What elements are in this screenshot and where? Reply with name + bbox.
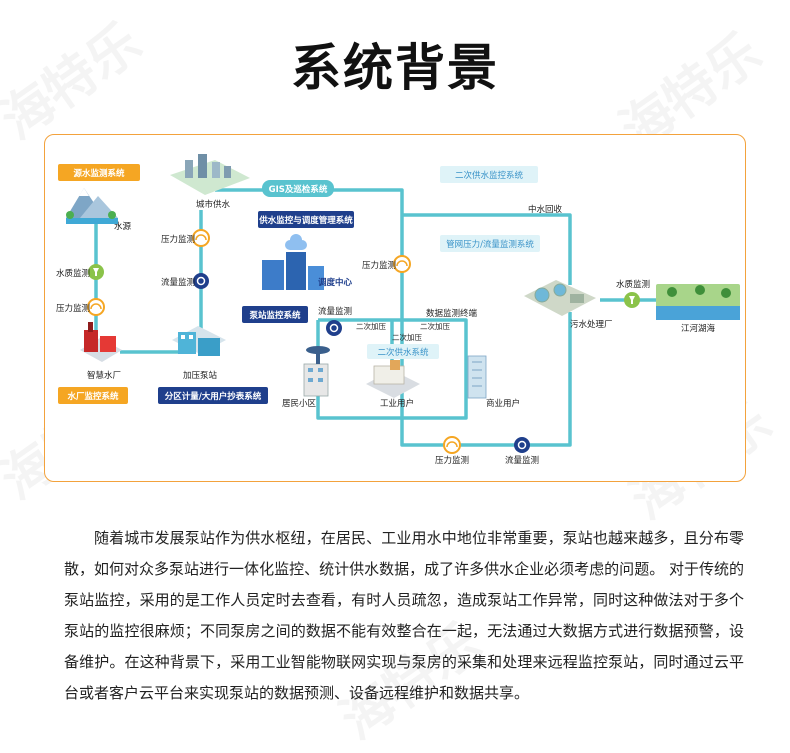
label-dispatch-center: 调度中心 — [318, 277, 353, 288]
smart-plant-icon — [80, 322, 122, 362]
label-boost-c: 二次加压 — [420, 321, 450, 331]
label-water-source: 水源 — [114, 221, 132, 232]
svg-text:分区计量/大用户抄表系统: 分区计量/大用户抄表系统 — [165, 391, 262, 402]
svg-text:泵站监控系统: 泵站监控系统 — [249, 310, 301, 321]
label-flow-3: 流量监测 — [505, 455, 539, 466]
water-source-icon — [66, 188, 118, 224]
tag-secondary-supply-top: 二次供水监控系统 — [440, 166, 538, 183]
svg-text:二次供水系统: 二次供水系统 — [377, 347, 429, 358]
label-booster: 加压泵站 — [183, 370, 218, 381]
tag-gis: GIS及巡检系统 — [262, 180, 334, 197]
label-reclaimed: 中水回收 — [528, 204, 563, 215]
tag-pipe-monitor: 管网压力/流量监测系统 — [440, 235, 540, 252]
flow-icon — [326, 320, 342, 336]
label-sewage-plant: 污水处理厂 — [570, 319, 613, 330]
svg-text:水厂监控系统: 水厂监控系统 — [66, 391, 119, 402]
tag-supply-dispatch: 供水监控与调度管理系统 — [258, 211, 354, 228]
pipe-gis-line — [215, 188, 572, 447]
label-rivers: 江河湖海 — [681, 323, 716, 334]
label-boost-b: 二次加压 — [392, 332, 422, 342]
label-industrial: 工业用户 — [380, 398, 414, 409]
label-boost-a: 二次加压 — [356, 321, 386, 331]
label-residential: 居民小区 — [282, 398, 317, 409]
water-quality-icon — [88, 264, 104, 280]
svg-text:二次供水监控系统: 二次供水监控系统 — [455, 170, 524, 181]
svg-text:管网压力/流量监测系统: 管网压力/流量监测系统 — [446, 239, 534, 250]
label-flow-2: 流量监测 — [318, 306, 352, 317]
tag-secondary-supply-mid: 二次供水系统 — [367, 344, 439, 359]
label-pressure-3: 压力监测 — [362, 260, 396, 271]
diagram-frame — [44, 134, 746, 482]
tag-water-source-monitor: 源水监测系统 — [58, 164, 140, 181]
svg-text:源水监测系统: 源水监测系统 — [73, 168, 125, 179]
commercial-icon — [467, 355, 487, 399]
flow-icon — [193, 273, 209, 289]
label-quality-2: 水质监测 — [616, 279, 650, 290]
industrial-icon — [366, 360, 420, 398]
tag-pump-station: 泵站监控系统 — [242, 306, 308, 323]
label-commercial: 商业用户 — [486, 398, 520, 409]
system-diagram: 源水监测系统 GIS及巡检系统 供水监控与调度管理系统 二次供水监控系统 管网压… — [56, 154, 740, 466]
label-data-terminal: 数据监测终端 — [426, 308, 478, 319]
label-city-supply: 城市供水 — [196, 199, 231, 210]
label-pressure-1: 压力监测 — [161, 234, 195, 245]
svg-text:供水监控与调度管理系统: 供水监控与调度管理系统 — [258, 215, 353, 226]
svg-text:GIS及巡检系统: GIS及巡检系统 — [269, 184, 328, 195]
pressure-icon — [443, 436, 461, 454]
city-supply-icon — [170, 154, 250, 195]
label-pressure-4: 压力监测 — [435, 455, 469, 466]
pipe-network — [94, 188, 660, 447]
page-title: 系统背景 — [291, 39, 499, 97]
booster-station-icon — [172, 326, 226, 356]
label-flow-1: 流量监测 — [161, 277, 195, 288]
residential-icon — [303, 346, 330, 397]
background-paragraph: 随着城市发展泵站作为供水枢纽，在居民、工业用水中地位非常重要，泵站也越来越多，且… — [64, 529, 744, 702]
tag-metering: 分区计量/大用户抄表系统 — [158, 387, 268, 404]
water-quality-icon — [624, 292, 640, 308]
label-quality-1: 水质监测 — [56, 268, 90, 279]
pressure-icon — [393, 255, 411, 273]
pressure-icon — [192, 229, 210, 247]
dispatch-center-icon — [262, 234, 324, 290]
rivers-icon — [656, 284, 740, 320]
pipe-east-line — [402, 213, 572, 285]
tag-plant-monitor: 水厂监控系统 — [58, 387, 128, 404]
sewage-plant-icon — [524, 280, 596, 316]
flow-icon — [514, 437, 530, 453]
label-pressure-2: 压力监测 — [56, 303, 90, 314]
pressure-icon — [87, 298, 105, 316]
label-smart-plant: 智慧水厂 — [87, 370, 121, 381]
